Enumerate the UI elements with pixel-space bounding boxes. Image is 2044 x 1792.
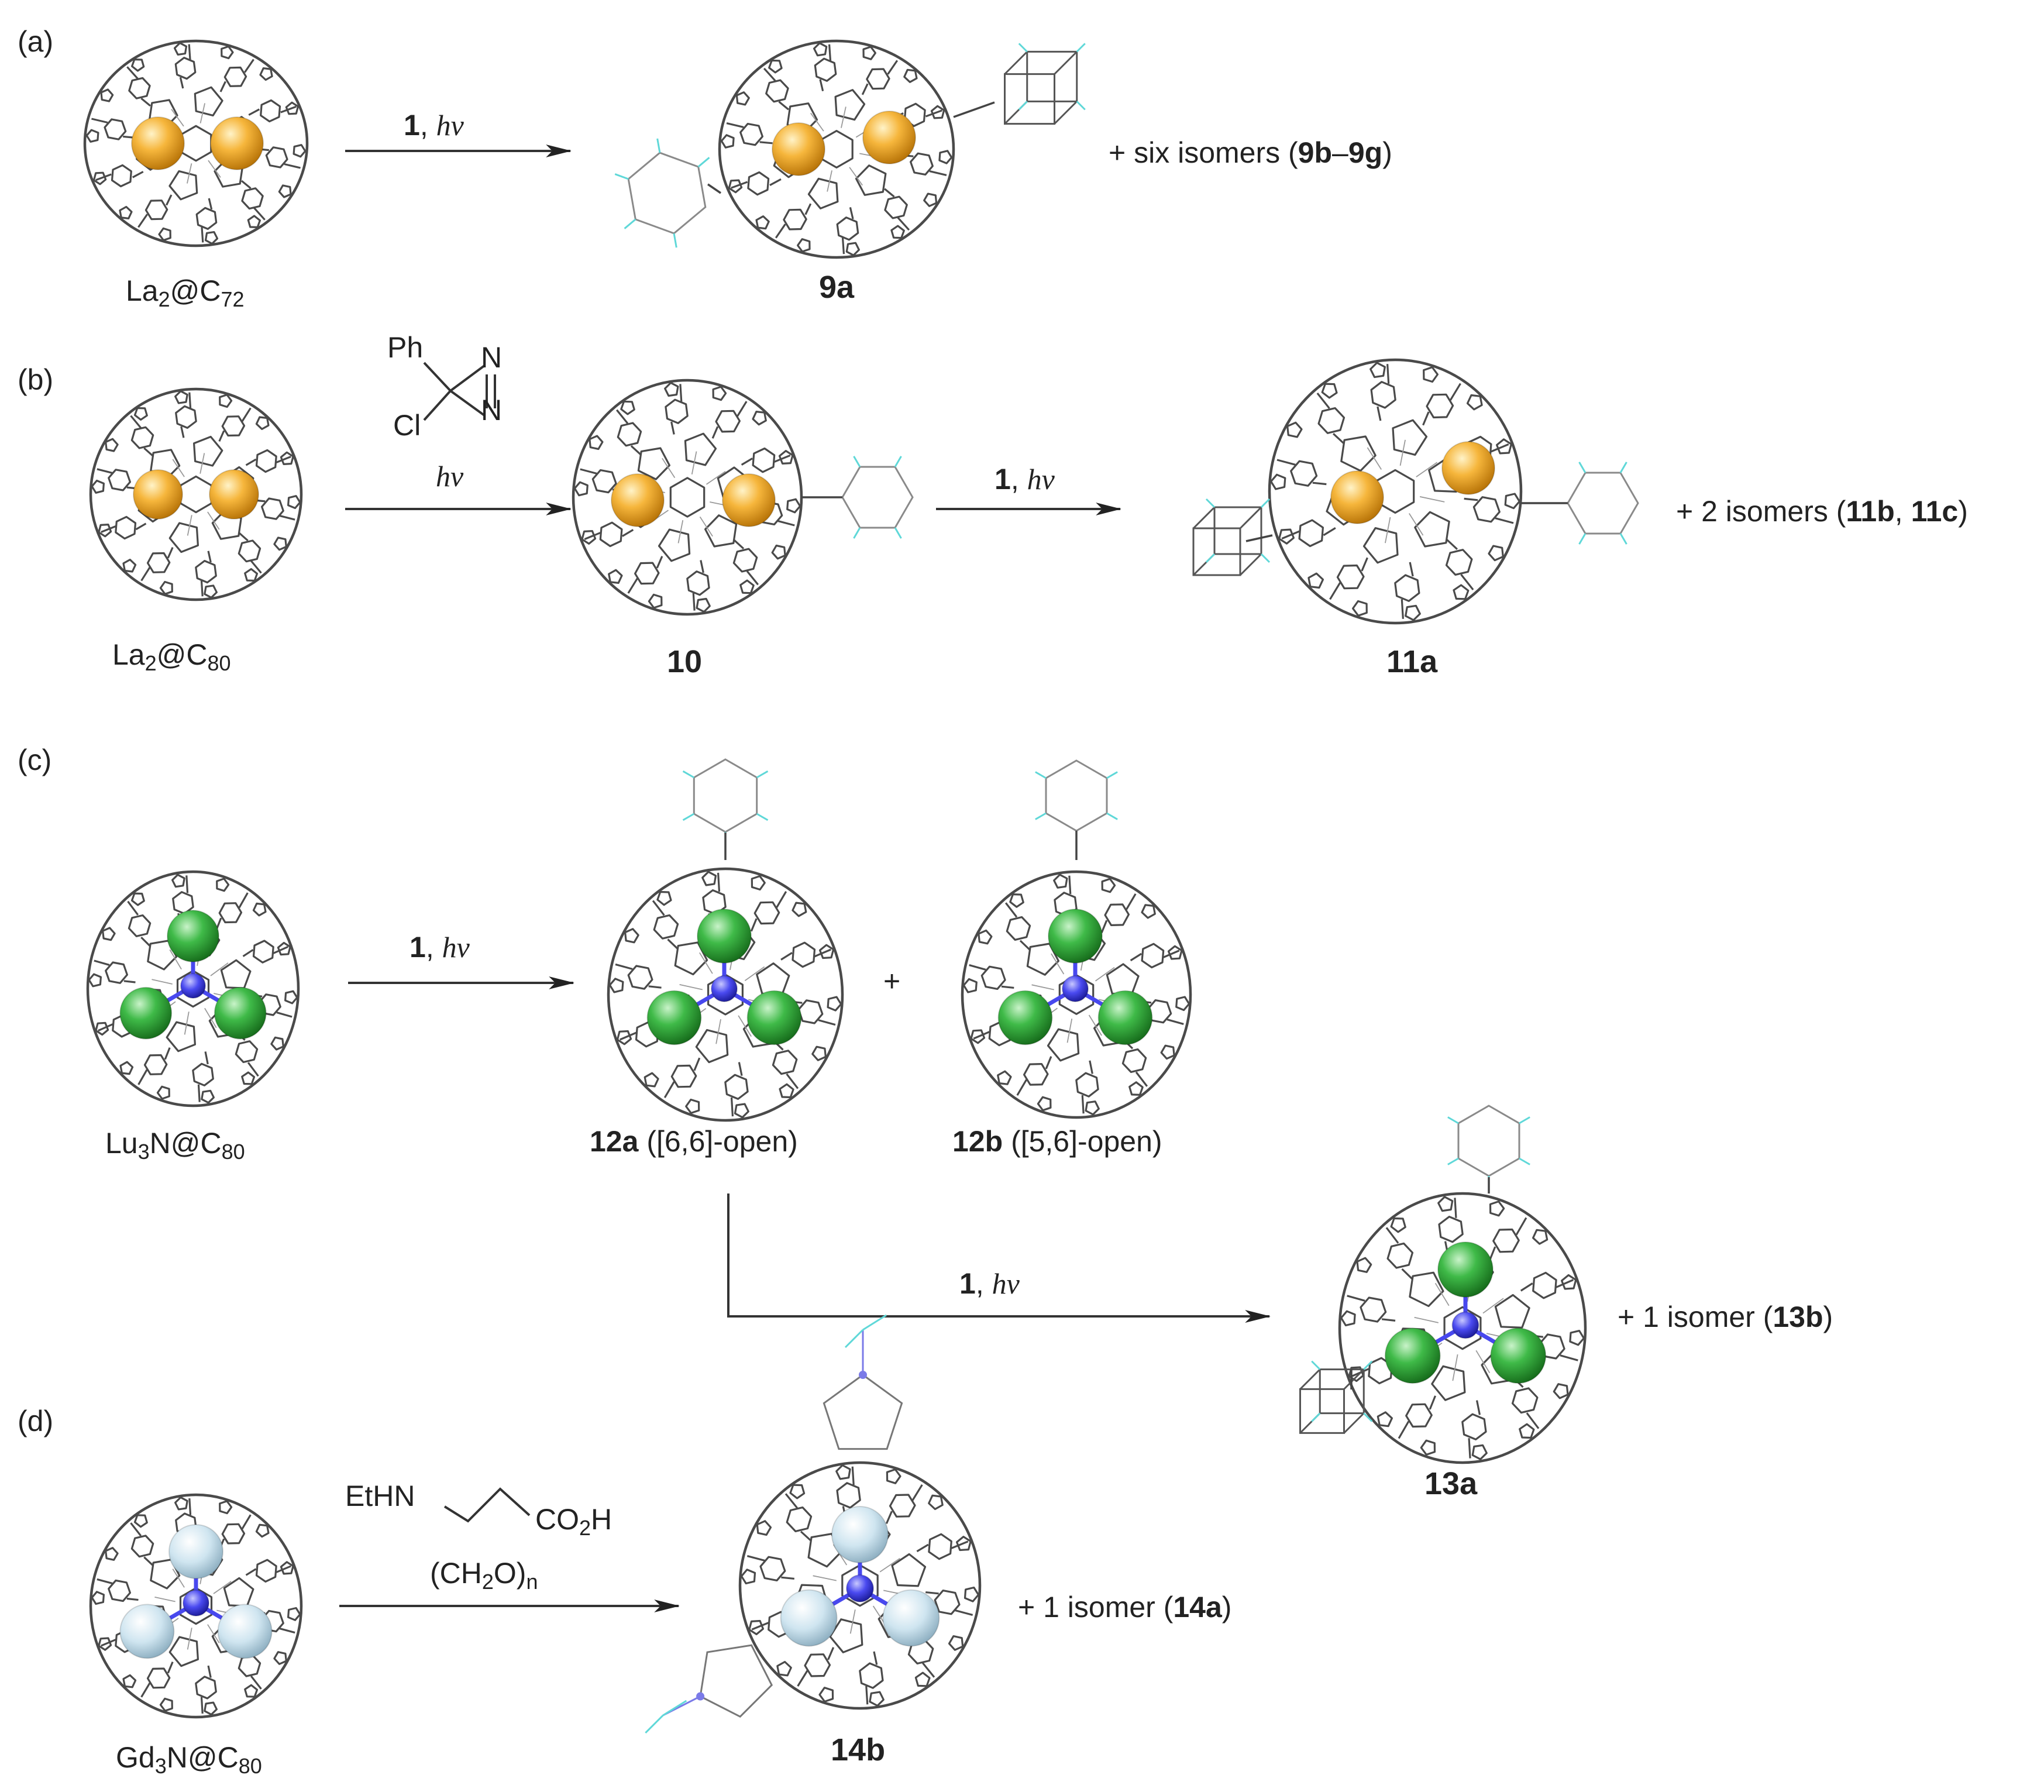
isomers-note-c: + 1 isomer (13b): [1618, 1301, 1833, 1333]
10-phenyl: [830, 456, 914, 539]
arrows: [339, 145, 1271, 1612]
diazirine-ph: Ph: [387, 331, 424, 364]
10-la-atom-1: [611, 473, 665, 527]
la-atom-1: [131, 116, 185, 170]
10-la-atom-2: [722, 473, 776, 527]
diazirine-structure: [423, 362, 496, 421]
12a-metal-atom-3: [746, 990, 802, 1045]
12b-metal-atom-3: [1097, 990, 1153, 1045]
gd3n-metal-atom-3: [217, 1604, 273, 1659]
14b-pyrrolidine-side: [645, 1644, 773, 1734]
14b-pyrrolidine-top: [823, 1314, 903, 1450]
12b-nitrogen-atom: [1061, 975, 1089, 1003]
panel-label-b: (b): [18, 363, 54, 396]
formula-la2c72: La2@C72: [126, 274, 245, 312]
12a-metal-atom-2: [646, 990, 702, 1045]
gd3n-metal-atom-1: [168, 1524, 223, 1579]
reagent-amine: EtHN: [345, 1480, 415, 1512]
9a-adamantylidene: [1004, 43, 1086, 125]
compound-10: 10: [667, 644, 703, 679]
compound-9a: 9a: [819, 270, 855, 305]
arrow-c2-condition: 1, hν: [959, 1267, 1020, 1300]
diazirine-cl: Cl: [393, 409, 421, 442]
cage-13a: [1338, 1192, 1587, 1464]
13a-adamantylidene: [1299, 1360, 1373, 1434]
isomers-note-b: + 2 isomers (11b, 11c): [1676, 495, 1968, 528]
lu3n-nitrogen-atom: [180, 972, 207, 999]
diazirine-n2: N: [481, 394, 503, 426]
gd3n-nitrogen-atom: [182, 1589, 210, 1617]
addend-groups: [614, 43, 1639, 1734]
cage-la2c80: [89, 387, 303, 601]
13a-metal-atom-3: [1490, 1327, 1547, 1384]
11a-adamantylidene: [1192, 498, 1271, 576]
12b-metal-atom-1: [1048, 909, 1103, 964]
amino-acid-structure: [443, 1487, 531, 1523]
formula-gd3nc80: Gd3N@C80: [116, 1741, 262, 1779]
14b-metal-atom-1: [831, 1506, 889, 1563]
11a-phenyl: [1556, 462, 1639, 545]
arrow-b2-condition: 1, hν: [995, 463, 1055, 496]
14b-nitrogen-atom: [845, 1574, 875, 1603]
lu3n-metal-atom-2: [119, 986, 173, 1040]
panel-label-c: (c): [18, 744, 52, 776]
compound-11a: 11a: [1386, 644, 1438, 679]
formula-la2c80: La2@C80: [112, 638, 231, 676]
fullerene-cages: [83, 39, 1587, 1719]
14b-metal-atom-3: [882, 1589, 940, 1647]
panel-label-d: (d): [18, 1405, 54, 1437]
11a-la-atom-1: [1330, 470, 1384, 524]
isomers-note-a: + six isomers (9b–9g): [1109, 136, 1392, 169]
compound-12b: 12b ([5,6]-open): [952, 1125, 1162, 1158]
arrow-b1-condition: hν: [436, 460, 464, 493]
12b-phenyl: [1035, 759, 1118, 843]
isomers-note-d: + 1 isomer (14a): [1018, 1591, 1232, 1624]
compound-13a: 13a: [1424, 1466, 1478, 1501]
12b-metal-atom-2: [997, 990, 1053, 1045]
9a-phenyl: [614, 138, 710, 248]
la80-atom-1: [133, 469, 183, 520]
la80-atom-2: [209, 469, 259, 520]
lu3n-metal-atom-3: [214, 986, 267, 1040]
cage-11a: [1268, 358, 1523, 625]
13a-phenyl: [1447, 1105, 1530, 1188]
9a-la-atom-2: [862, 111, 916, 164]
gd3n-metal-atom-2: [119, 1604, 175, 1659]
arrow-c2: [727, 1193, 1271, 1323]
arrow-c1-condition: 1, hν: [410, 931, 470, 964]
13a-nitrogen-atom: [1451, 1311, 1479, 1339]
12a-nitrogen-atom: [710, 975, 738, 1003]
13a-metal-atom-2: [1384, 1327, 1441, 1384]
arrow-a-condition: 1, hν: [404, 109, 464, 142]
plus-sign: +: [883, 965, 901, 998]
compound-12a: 12a ([6,6]-open): [590, 1125, 798, 1158]
11a-la-atom-2: [1441, 441, 1495, 495]
formula-lu3nc80: Lu3N@C80: [105, 1127, 245, 1164]
diazirine-n1: N: [481, 341, 503, 374]
14b-metal-atom-2: [780, 1589, 838, 1647]
panel-label-a: (a): [18, 25, 54, 58]
cage-la2c72: [83, 39, 309, 247]
13a-metal-atom-1: [1437, 1241, 1494, 1298]
cage-9a: [718, 39, 955, 259]
9a-la-atom-1: [772, 122, 825, 176]
reagent-paraformaldehyde: (CH2O)n: [430, 1557, 538, 1594]
12a-metal-atom-1: [697, 909, 752, 964]
encapsulated-atoms: [119, 111, 1547, 1659]
lu3n-metal-atom-1: [167, 910, 219, 962]
12a-phenyl: [682, 758, 769, 845]
la-atom-2: [210, 116, 264, 170]
compound-14b: 14b: [831, 1732, 886, 1767]
cage-10: [572, 379, 803, 616]
reagent-acid: CO2H: [535, 1503, 612, 1540]
